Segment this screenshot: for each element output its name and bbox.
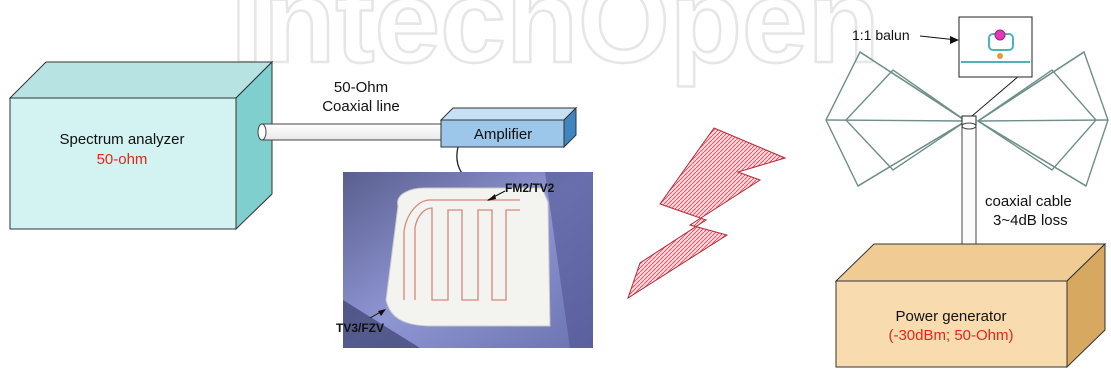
vertical-coaxial-cable: coaxial cable 3~4dB loss [961, 122, 1072, 263]
coaxial-line: 50-Ohm Coaxial line [257, 79, 453, 141]
coaxial-line-label-2: Coaxial line [322, 98, 400, 115]
coaxial-cable-label-1: coaxial cable [985, 193, 1072, 210]
coaxial-cable-label-2: 3~4dB loss [993, 212, 1068, 229]
antenna-traces [414, 207, 520, 301]
amplifier-box: Amplifier [439, 106, 578, 149]
radiation-lightning-icon [627, 127, 787, 300]
glass-antenna-photo: FM2/TV2 TV3/FZV [336, 172, 593, 348]
power-generator-label: Power generator [896, 308, 1007, 325]
balun-port-icon [994, 29, 1006, 41]
biconical-antenna [825, 50, 1109, 188]
power-generator-spec: (-30dBm; 50-Ohm) [888, 327, 1013, 344]
antenna-label-fm2-tv2: FM2/TV2 [505, 181, 555, 195]
antenna-label-tv3-fzv: TV3/FZV [336, 321, 384, 335]
spectrum-analyzer-box: Spectrum analyzer 50-ohm [8, 60, 274, 231]
amplifier-label: Amplifier [474, 126, 532, 143]
spectrum-analyzer-top [8, 61, 274, 99]
balun-label: 1:1 balun [852, 27, 910, 43]
power-generator-box: Power generator (-30dBm; 50-Ohm) [834, 242, 1107, 369]
coaxial-line-label-1: 50-Ohm [334, 79, 388, 96]
watermark-logo: IntechOpen [230, 0, 879, 88]
balun-inset: 1:1 balun [852, 16, 1033, 78]
glass-panel [385, 187, 551, 327]
spectrum-analyzer-front [9, 97, 237, 230]
spectrum-analyzer-impedance: 50-ohm [97, 151, 148, 168]
spectrum-analyzer-label: Spectrum analyzer [59, 131, 184, 148]
